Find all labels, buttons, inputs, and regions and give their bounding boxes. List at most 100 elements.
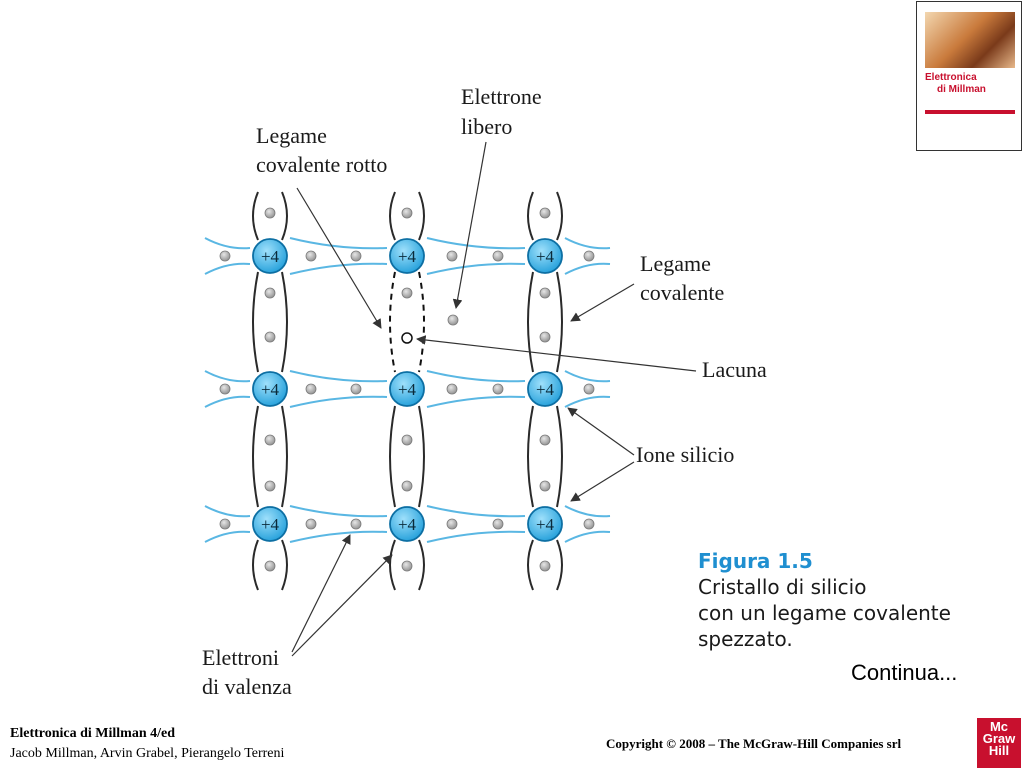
silicon-ion (389, 238, 425, 274)
valence-electron (583, 383, 595, 395)
label-legame-rotto: Legame covalente rotto (256, 123, 387, 177)
bond-line (426, 262, 526, 275)
silicon-ion (527, 371, 563, 407)
bond-line (204, 530, 251, 543)
ion-charge-label: +4 (398, 515, 417, 534)
valence-electron (446, 518, 458, 530)
valence-electron (264, 480, 276, 492)
valence-electron (401, 287, 413, 299)
bond-line (389, 539, 396, 591)
bond-line (556, 539, 563, 591)
ion-charge-label: +4 (261, 247, 280, 266)
annotation-arrow (452, 141, 487, 309)
figure-caption: Figura 1.5 Cristallo di silicio con un l… (698, 548, 951, 652)
logo-line3: Hill (988, 743, 1010, 758)
annotation-arrow (296, 187, 382, 329)
valence-electrons (219, 207, 595, 572)
bond-line (556, 191, 563, 241)
silicon-ion (527, 506, 563, 542)
valence-electron (305, 518, 317, 530)
continua-link[interactable]: Continua... (851, 660, 958, 685)
valence-electron (401, 207, 413, 219)
book-title: Elettronica di Millman 4/ed (10, 726, 176, 741)
ion-charge-label: +4 (536, 515, 555, 534)
logo-line1: Mc (989, 719, 1009, 734)
bond-line (564, 530, 611, 543)
footer-book-info: Elettronica di Millman 4/ed Jacob Millma… (10, 724, 284, 764)
figure-caption-text: Cristallo di silicio con un legame coval… (698, 575, 951, 651)
cover-art (925, 12, 1015, 68)
bond-line (564, 395, 611, 408)
ion-charge-label: +4 (536, 247, 555, 266)
valence-electron (264, 434, 276, 446)
bond-line (556, 405, 563, 508)
ion-charge-label: +4 (261, 515, 280, 534)
bond-line (289, 237, 388, 250)
bond-line (389, 405, 396, 508)
bond-line (564, 237, 611, 250)
annotation-arrow (570, 283, 635, 322)
bond-line (556, 271, 563, 373)
valence-electron (492, 518, 504, 530)
annotation-arrow (416, 335, 697, 372)
bond-line (527, 271, 534, 373)
valence-electron (350, 250, 362, 262)
valence-electron (401, 560, 413, 572)
bond-line (289, 370, 388, 383)
ion-charge-label: +4 (261, 380, 280, 399)
valence-electron (219, 250, 231, 262)
cover-title-line1: Elettronica (925, 72, 977, 83)
bond-line (426, 237, 526, 250)
free-electron (447, 314, 459, 326)
broken-bond-line (389, 271, 396, 373)
footer-copyright: Copyright © 2008 – The McGraw-Hill Compa… (606, 736, 902, 751)
valence-electron (583, 250, 595, 262)
annotation-arrow (570, 461, 635, 502)
valence-electron (492, 383, 504, 395)
valence-electron (305, 383, 317, 395)
bond-line (418, 405, 425, 508)
bond-line (426, 530, 526, 543)
cover-title-line2: di Millman (937, 84, 986, 95)
bond-line (204, 370, 251, 383)
label-legame-covalente: Legame covalente (640, 251, 724, 305)
bond-line (204, 505, 251, 518)
valence-electron (539, 331, 551, 343)
valence-electron (350, 518, 362, 530)
bond-line (289, 530, 388, 543)
valence-electron (264, 287, 276, 299)
valence-electron (264, 331, 276, 343)
bond-line (418, 539, 425, 591)
hole (401, 332, 413, 344)
bond-line (281, 191, 288, 241)
annotation-arrow (291, 534, 351, 653)
ion-charge-label: +4 (536, 380, 555, 399)
bond-line (289, 505, 388, 518)
valence-electron (539, 434, 551, 446)
valence-electron (401, 480, 413, 492)
cover-bar (925, 110, 1015, 114)
valence-electron (219, 518, 231, 530)
valence-electron (583, 518, 595, 530)
logo-line2: Graw (982, 731, 1016, 746)
book-authors: Jacob Millman, Arvin Grabel, Pierangelo … (10, 746, 285, 761)
bond-line (289, 262, 388, 275)
bond-line (281, 405, 288, 508)
ion-charge-label: +4 (398, 247, 417, 266)
silicon-ion (527, 238, 563, 274)
bond-line (204, 237, 251, 250)
bond-line (252, 539, 259, 591)
book-cover-thumbnail: Elettronica di Millman (916, 1, 1022, 151)
label-lacuna: Lacuna (702, 357, 767, 382)
bond-line (564, 505, 611, 518)
valence-electron (401, 434, 413, 446)
valence-electron (264, 560, 276, 572)
silicon-ion (252, 506, 288, 542)
valence-electron (305, 250, 317, 262)
valence-electron (446, 250, 458, 262)
annotation-arrow (291, 554, 393, 657)
bond-line (289, 395, 388, 408)
ion-charge-label: +4 (398, 380, 417, 399)
bond-line (426, 505, 526, 518)
